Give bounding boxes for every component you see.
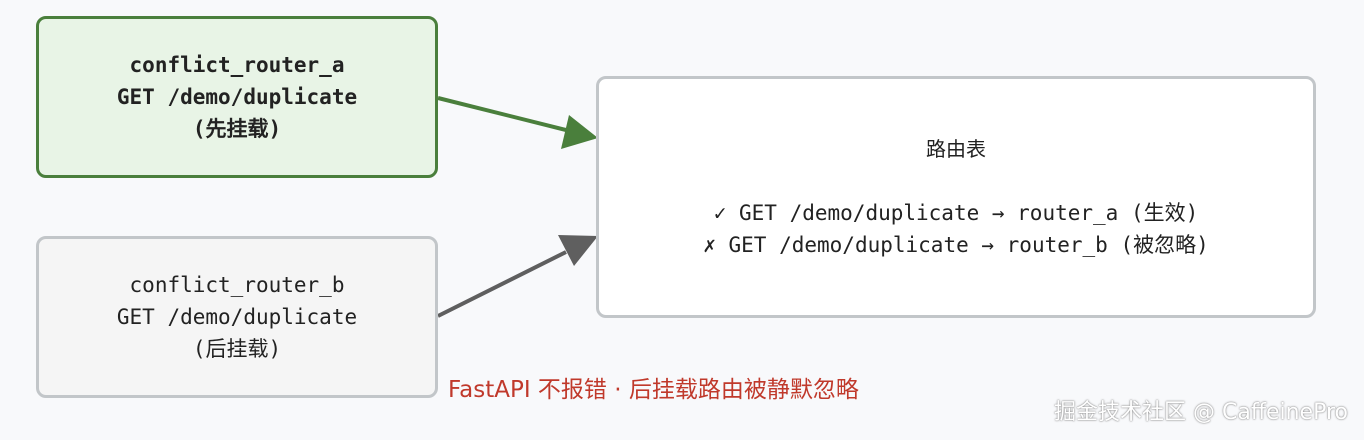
edge-router-b-to-table [437, 250, 567, 318]
router-b-order: (后挂载) [192, 337, 282, 361]
route-table-entry-active: ✓ GET /demo/duplicate → router_a (生效) [713, 201, 1199, 225]
warning-note: FastAPI 不报错 · 后挂载路由被静默忽略 [448, 377, 859, 403]
router-b-name: conflict_router_b [129, 273, 345, 297]
node-conflict-router-a: conflict_router_a GET /demo/duplicate (先… [36, 16, 438, 178]
arrowhead-router-b [558, 235, 598, 266]
router-a-route: GET /demo/duplicate [116, 85, 358, 109]
node-conflict-router-b: conflict_router_b GET /demo/duplicate (后… [36, 236, 438, 398]
node-route-table: 路由表 ✓ GET /demo/duplicate → router_a (生效… [596, 76, 1316, 318]
route-table-title: 路由表 [926, 137, 986, 161]
router-b-route: GET /demo/duplicate [116, 305, 358, 329]
router-a-order: (先挂载) [192, 117, 282, 141]
arrowhead-router-a [561, 115, 598, 149]
edge-router-a-to-table [437, 96, 567, 132]
route-table-entry-ignored: ✗ GET /demo/duplicate → router_b (被忽略) [703, 233, 1209, 257]
router-a-name: conflict_router_a [129, 53, 345, 77]
watermark: 掘金技术社区 @ CaffeinePro [1053, 400, 1348, 425]
